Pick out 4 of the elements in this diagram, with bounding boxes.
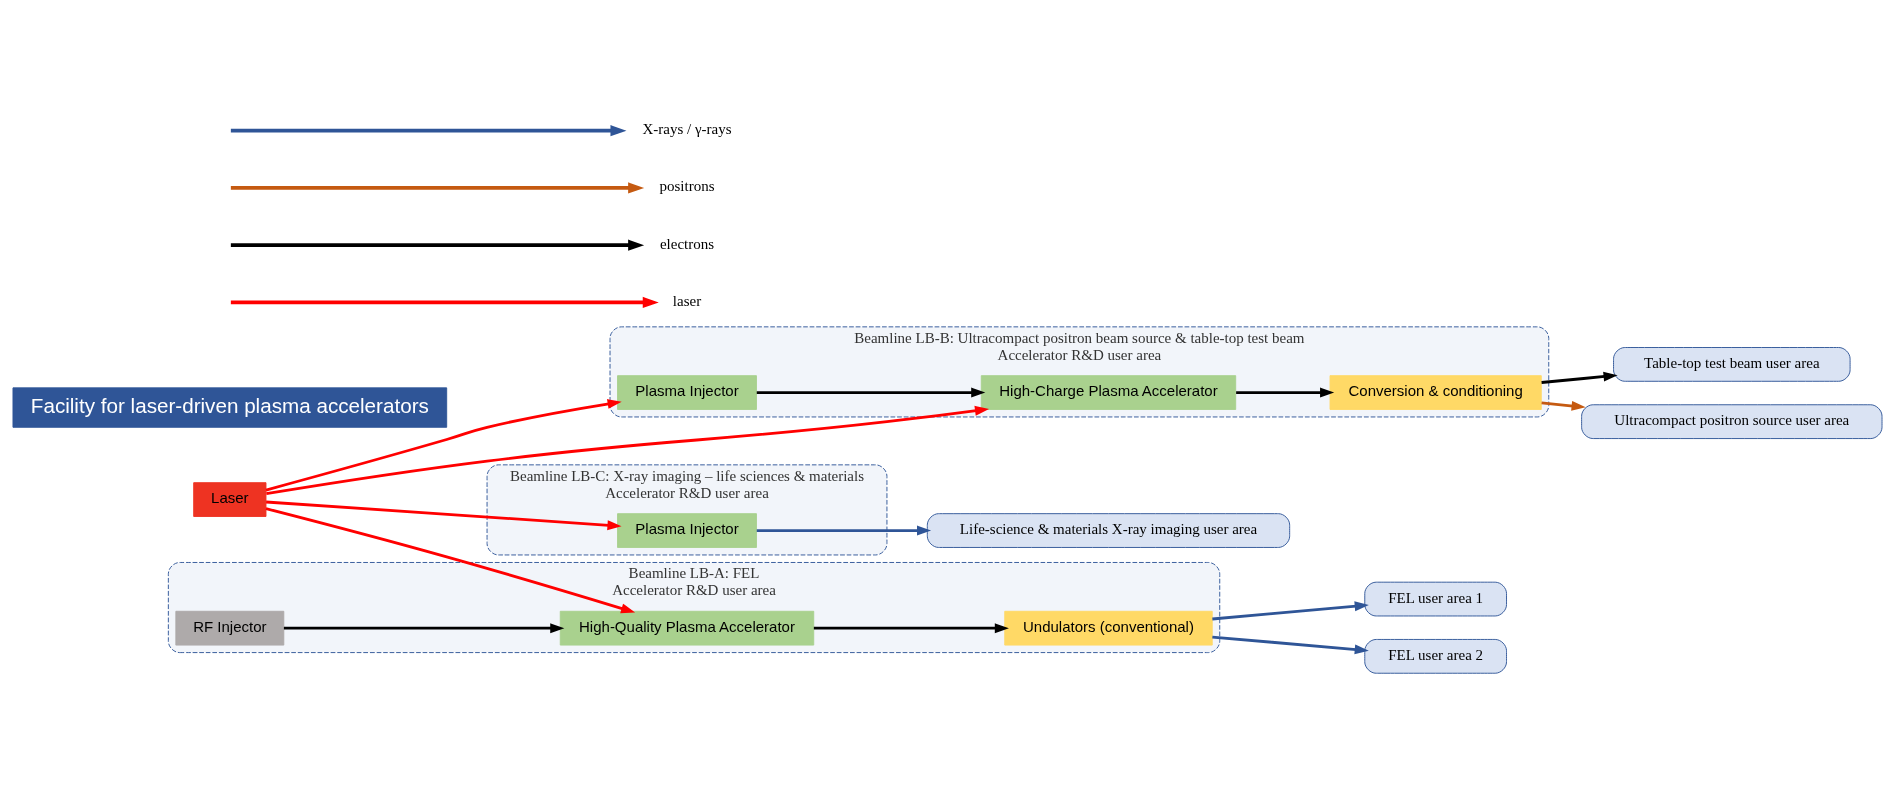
legend-label: electrons xyxy=(659,235,715,252)
legend-label: laser xyxy=(672,292,702,309)
legend-label: positrons xyxy=(659,177,715,194)
legend-label: X-rays / γ-rays xyxy=(642,120,732,137)
